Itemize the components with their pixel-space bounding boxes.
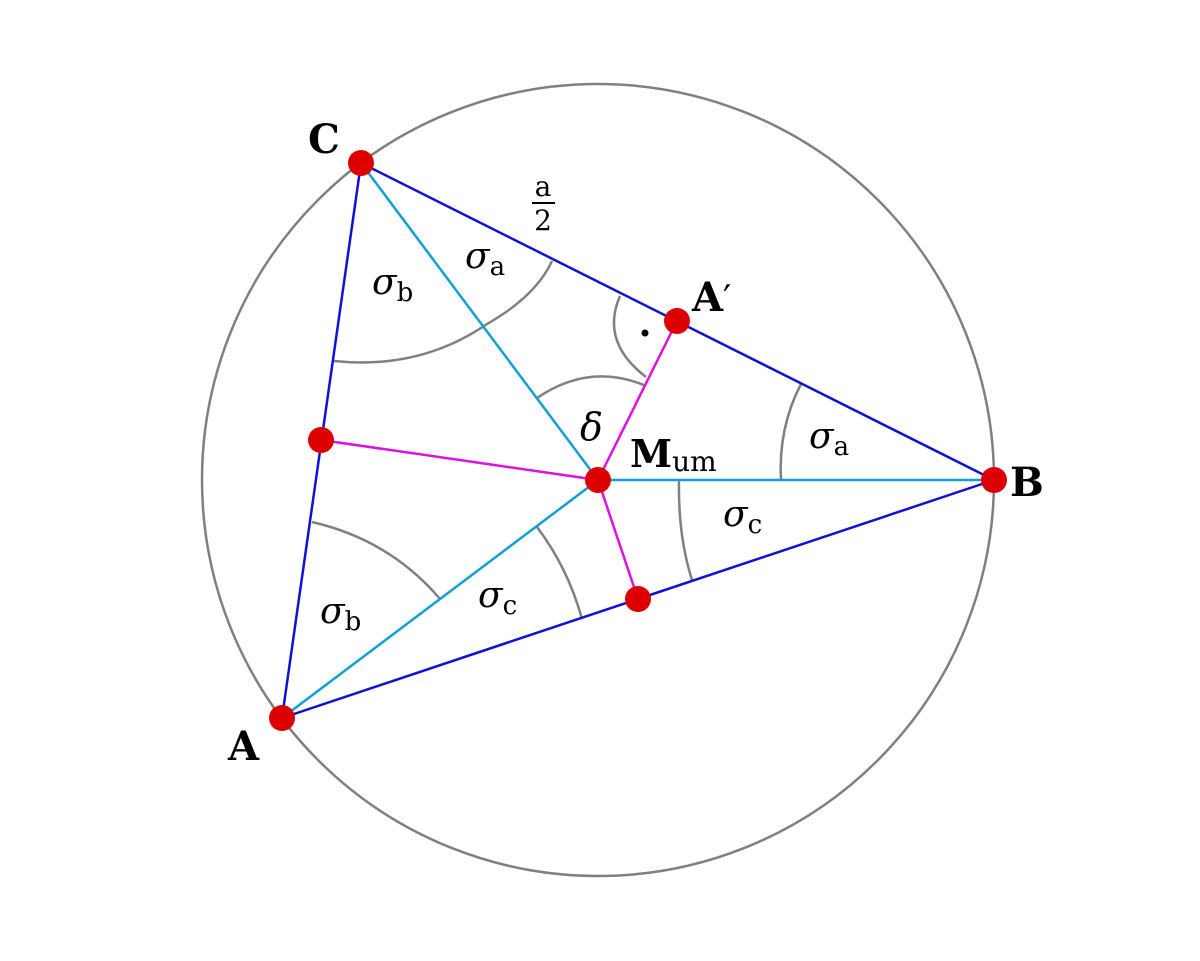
arc-sigma-b-at-c bbox=[333, 322, 488, 364]
arc-right-angle-at-a-prime bbox=[612, 295, 647, 378]
label-sigma-c-at-b: σc bbox=[723, 494, 762, 540]
label-sigma-b-at-a: σb bbox=[320, 591, 361, 637]
sigma-symbol: σ bbox=[723, 494, 749, 535]
radius-to-c bbox=[359, 162, 600, 481]
point-a bbox=[269, 705, 295, 731]
perpendicular-to-bc bbox=[596, 320, 679, 481]
sigma-subscript: c bbox=[503, 591, 518, 621]
label-a-prime: A′ bbox=[691, 274, 731, 321]
point-a-prime bbox=[664, 308, 690, 334]
sigma-subscript: a bbox=[834, 432, 850, 462]
right-angle-dot bbox=[641, 329, 649, 337]
label-sigma-a-at-c: σa bbox=[465, 236, 505, 282]
perpendicular-to-ca bbox=[320, 438, 599, 482]
label-half-a-numerator: a bbox=[535, 170, 552, 203]
label-sigma-b-at-c: σb bbox=[372, 262, 413, 308]
arc-sigma-a-at-c bbox=[486, 260, 554, 326]
label-sigma-c-at-a: σc bbox=[478, 575, 517, 621]
sigma-symbol: σ bbox=[809, 416, 835, 457]
sigma-symbol: σ bbox=[465, 236, 491, 277]
sigma-subscript: c bbox=[748, 510, 763, 540]
arc-delta-at-m bbox=[536, 375, 647, 400]
point-circumcenter bbox=[585, 467, 611, 493]
sigma-subscript: b bbox=[397, 278, 414, 308]
label-a-prime-base: A bbox=[691, 274, 724, 321]
sigma-symbol: σ bbox=[320, 591, 346, 632]
label-vertex-c: C bbox=[308, 116, 340, 163]
label-half-a-denominator: 2 bbox=[534, 204, 552, 237]
radius-to-a bbox=[281, 479, 599, 719]
arc-sigma-c-at-a bbox=[536, 526, 584, 620]
sigma-subscript: b bbox=[345, 607, 362, 637]
label-circumcenter-base: M bbox=[630, 431, 672, 476]
label-circumcenter-sub: um bbox=[672, 445, 717, 478]
point-b bbox=[981, 467, 1007, 493]
arc-sigma-c-at-b bbox=[677, 480, 694, 581]
sigma-subscript: a bbox=[490, 252, 506, 282]
label-vertex-a: A bbox=[227, 723, 260, 770]
label-sigma-a-at-b: σa bbox=[809, 416, 849, 462]
arc-sigma-a-at-b bbox=[779, 383, 803, 482]
label-circumcenter: Mum bbox=[630, 431, 717, 478]
label-vertex-b: B bbox=[1010, 459, 1044, 506]
point-midpoint-ab bbox=[625, 586, 651, 612]
label-delta: δ bbox=[580, 405, 603, 449]
sigma-symbol: σ bbox=[372, 262, 398, 303]
perpendicular-to-ab bbox=[596, 479, 640, 600]
point-c bbox=[348, 150, 374, 176]
sigma-symbol: σ bbox=[478, 575, 504, 616]
label-a-prime-mark: ′ bbox=[723, 279, 731, 320]
arc-sigma-b-at-a bbox=[311, 520, 441, 600]
point-midpoint-ca bbox=[308, 427, 334, 453]
